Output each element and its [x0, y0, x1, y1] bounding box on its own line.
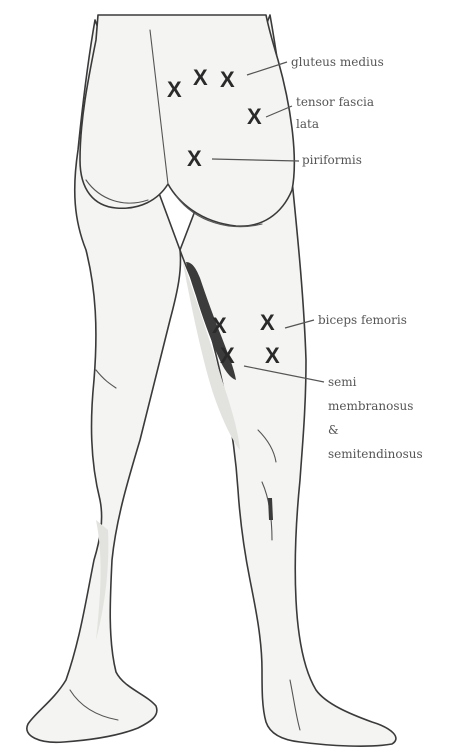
semimembranosus-marker-1: X [212, 313, 227, 338]
label-semi-line1: semi [328, 375, 357, 389]
label-tensor-fascia-lata-line1: tensor fascia [296, 95, 374, 109]
label-semi-line4: semitendinosus [328, 447, 423, 461]
label-biceps-femoris: biceps femoris [318, 313, 407, 327]
semimembranosus-marker-2: X [220, 343, 235, 368]
label-semi-line3: & [328, 423, 339, 437]
piriformis-marker: X [187, 146, 202, 171]
gluteus-medius-marker-3: X [220, 67, 235, 92]
label-piriformis: piriformis [302, 153, 362, 167]
tensor-fascia-lata-marker: X [247, 104, 262, 129]
label-tensor-fascia-lata-line2: lata [296, 117, 319, 131]
biceps-femoris-marker-1: X [260, 310, 275, 335]
gluteus-medius-marker-1: X [167, 77, 182, 102]
muscle-labels: gluteus medius tensor fascia lata pirifo… [291, 55, 423, 461]
label-semi-line2: membranosus [328, 399, 413, 413]
biceps-femoris-marker-2: X [265, 343, 280, 368]
label-gluteus-medius: gluteus medius [291, 55, 384, 69]
buttocks-outline [80, 15, 294, 226]
gluteus-medius-marker-2: X [193, 65, 208, 90]
